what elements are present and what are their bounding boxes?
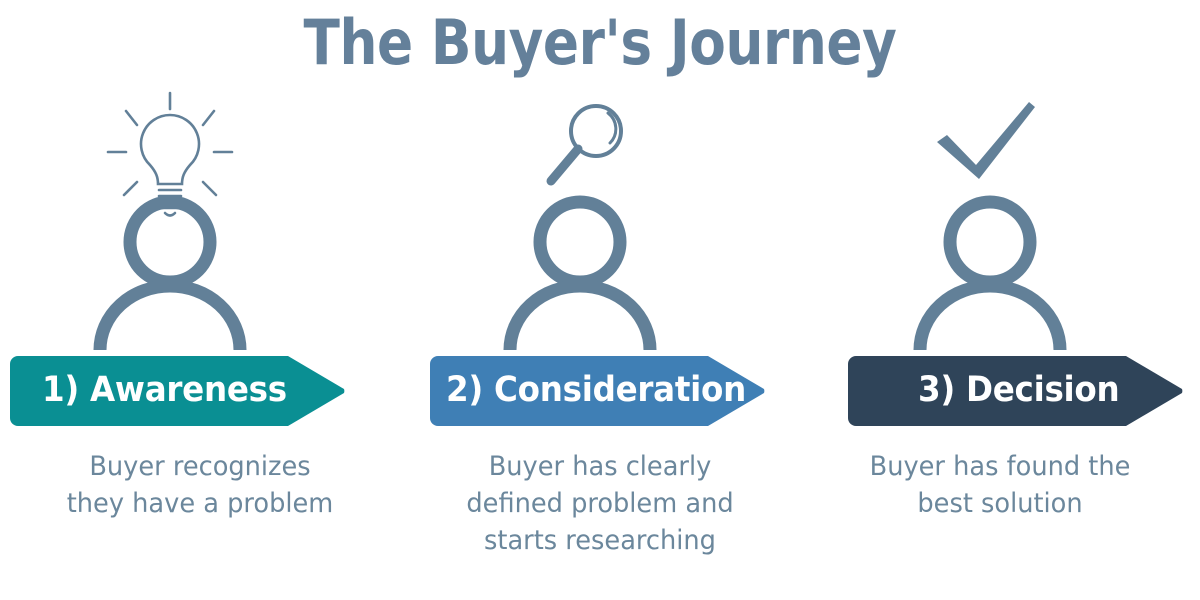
stage-3-caption: Buyer has found the best solution — [810, 448, 1190, 522]
checkmark-icon — [937, 102, 1035, 179]
caption-line: Buyer recognizes — [89, 451, 311, 482]
stage-3-figure — [800, 85, 1200, 350]
person-icon — [93, 195, 247, 350]
stage-2-banner-label: 2) Consideration — [446, 370, 746, 410]
page-title: The Buyer's Journey — [303, 6, 897, 79]
stage-2-banner[interactable] — [430, 350, 770, 432]
stage-1-caption: Buyer recognizes they have a problem — [10, 448, 390, 522]
stage-3-banner-label: 3) Decision — [918, 370, 1120, 410]
magnifying-glass-icon — [546, 104, 623, 186]
caption-line: best solution — [917, 488, 1083, 519]
stage-column-awareness — [0, 85, 400, 585]
stage-2-caption: Buyer has clearly defined problem and st… — [410, 448, 790, 559]
stage-1-banner-label: 1) Awareness — [42, 370, 287, 410]
caption-line: they have a problem — [66, 488, 334, 519]
caption-line: defined problem and — [466, 488, 734, 519]
person-icon — [503, 195, 657, 350]
stage-2-figure — [400, 85, 800, 350]
caption-line: Buyer has clearly — [488, 451, 712, 482]
stage-column-consideration — [400, 85, 800, 585]
stage-column-decision — [800, 85, 1200, 585]
stage-1-banner[interactable] — [10, 350, 350, 432]
stage-1-figure — [0, 85, 400, 350]
caption-line: Buyer has found the — [869, 451, 1131, 482]
stage-3-banner[interactable] — [848, 350, 1188, 432]
person-icon — [913, 195, 1067, 350]
caption-line: starts researching — [484, 525, 716, 556]
